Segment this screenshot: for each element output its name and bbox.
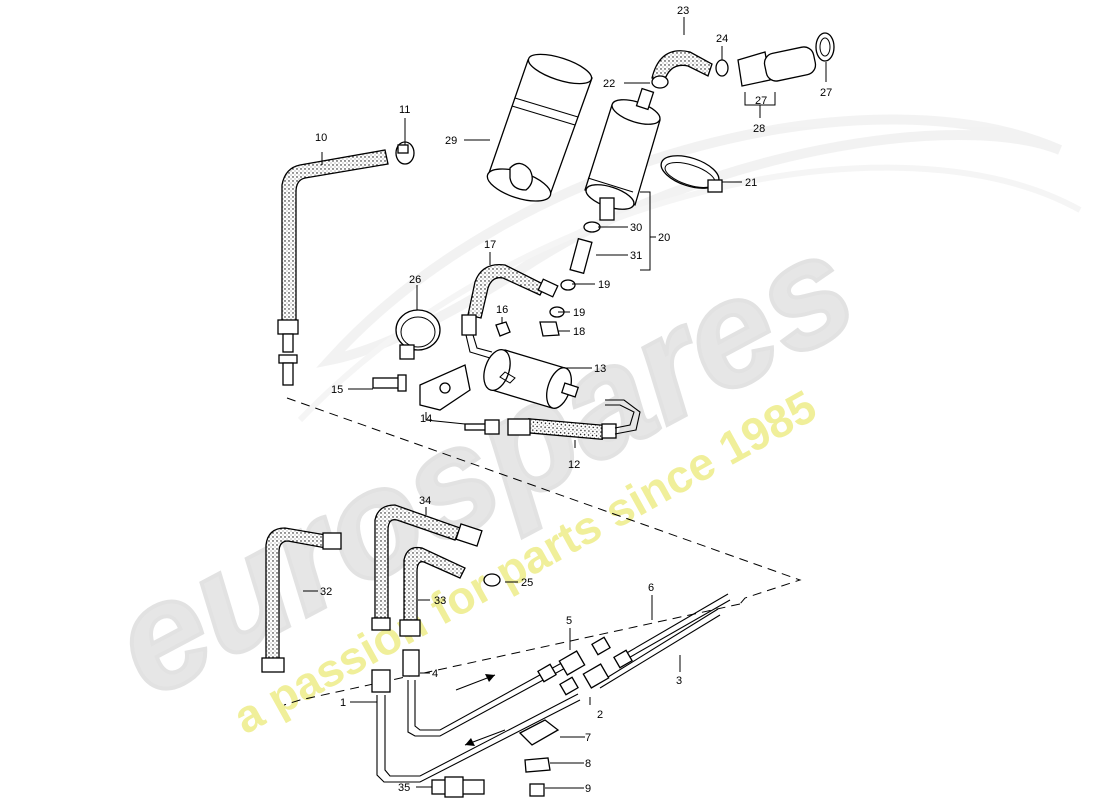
part-32-hose [261, 527, 342, 673]
callout-18: 18 [573, 326, 585, 338]
part-9-grommet [529, 783, 545, 797]
callout-26: 26 [409, 274, 421, 286]
callout-28: 28 [753, 123, 765, 135]
callout-5: 5 [566, 615, 572, 627]
callout-30: 30 [630, 222, 642, 234]
callout-21: 21 [745, 177, 757, 189]
callout-1: 1 [340, 697, 346, 709]
part-25-clamp [483, 573, 501, 587]
callout-19a: 19 [598, 279, 610, 291]
part-29-filter-canister [486, 53, 593, 202]
callout-7: 7 [585, 732, 591, 744]
callout-24: 24 [716, 33, 728, 45]
part-35-union [431, 776, 485, 798]
callout-14: 14 [420, 413, 432, 425]
part-31-fitting [569, 237, 593, 275]
part-8-clip [524, 757, 551, 773]
part-24-fitting [715, 59, 729, 77]
part-17-hose [461, 263, 559, 359]
callout-32: 32 [320, 586, 332, 598]
callout-20: 20 [658, 232, 670, 244]
part-21-clamp [660, 155, 723, 193]
callout-27b: 27 [820, 87, 832, 99]
callout-19b: 19 [573, 307, 585, 319]
callout-16: 16 [496, 304, 508, 316]
part-12-hose [464, 399, 641, 440]
callout-25: 25 [521, 577, 533, 589]
part-26-clamp [395, 309, 441, 360]
part-33-hose [399, 546, 466, 637]
callout-labels: 1 2 3 4 5 6 7 8 9 10 11 12 13 14 15 16 1… [315, 5, 832, 795]
callout-2: 2 [597, 709, 603, 721]
leader-lines [303, 17, 827, 789]
part-18-nut [539, 321, 560, 337]
callout-34: 34 [419, 495, 431, 507]
callout-11: 11 [399, 104, 410, 116]
callout-10: 10 [315, 132, 327, 144]
callout-9: 9 [585, 783, 591, 795]
callout-27a: 27 [755, 95, 767, 107]
callout-4: 4 [432, 668, 438, 680]
part-7-clip [518, 719, 560, 746]
part-34-hose [371, 504, 483, 631]
callout-13: 13 [594, 363, 606, 375]
flow-arrows [455, 674, 506, 746]
part-16-nut [495, 321, 511, 337]
callout-23: 23 [677, 5, 689, 17]
callout-17: 17 [484, 239, 496, 251]
callout-35: 35 [398, 782, 410, 794]
part-23-hose [651, 50, 713, 83]
part-22-clamp [651, 75, 669, 89]
callout-33: 33 [434, 595, 446, 607]
part-11-clamp [395, 141, 415, 165]
callout-3: 3 [676, 675, 682, 687]
callout-12: 12 [568, 459, 580, 471]
part-30-washer [583, 221, 601, 233]
assembly-dashed-line [283, 397, 802, 706]
part-19-washers [549, 279, 576, 318]
part-14-bracket [419, 364, 471, 411]
part-10-hose [277, 149, 389, 386]
callout-22: 22 [603, 78, 615, 90]
fuel-line-fittings [371, 636, 633, 696]
part-15-bolt [372, 374, 407, 392]
callout-29: 29 [445, 135, 457, 147]
part-20-fuel-pump [584, 87, 661, 221]
part-27-strainer [737, 32, 835, 87]
callout-8: 8 [585, 758, 591, 770]
callout-31: 31 [630, 250, 642, 262]
callout-6: 6 [648, 582, 654, 594]
fuel-lines [376, 593, 731, 783]
callout-15: 15 [331, 384, 343, 396]
